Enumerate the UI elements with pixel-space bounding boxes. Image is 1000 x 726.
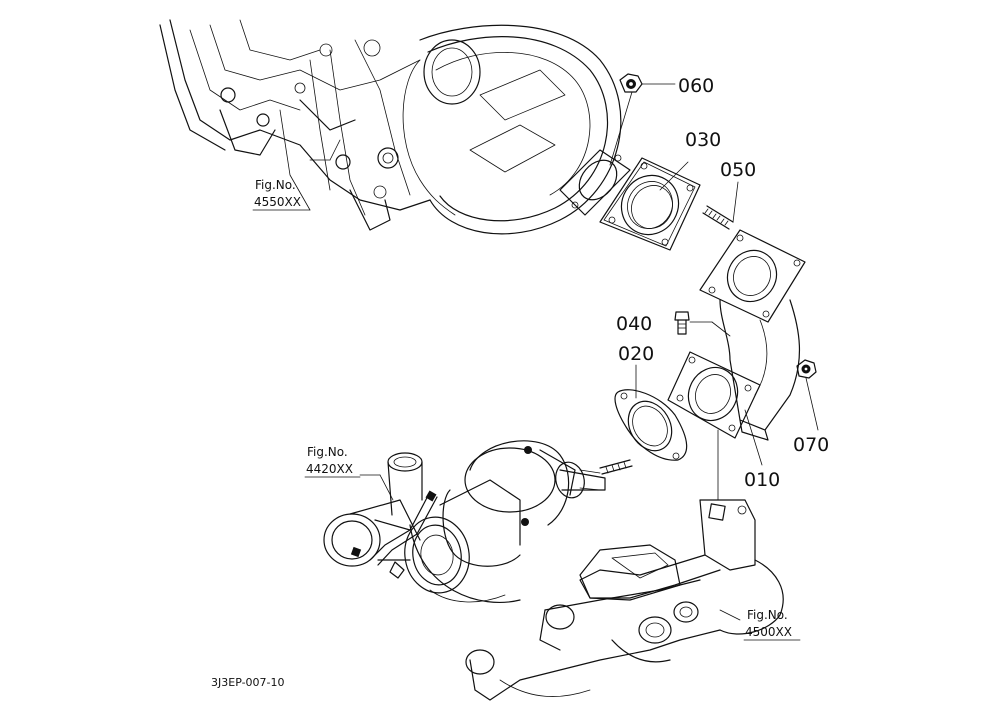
stud-050-drawing (702, 205, 734, 230)
bolt-040-drawing (674, 311, 690, 335)
fig-ref-code: 4420XX (306, 462, 353, 476)
gasket-030-drawing (599, 157, 701, 251)
fig-ref-prefix: Fig.No. (255, 178, 296, 192)
fig-ref-prefix: Fig.No. (307, 445, 348, 459)
nut-060-drawing (619, 73, 643, 93)
fig-ref-code: 4500XX (745, 625, 792, 639)
drawing-code: 3J3EP-007-10 (211, 676, 285, 689)
leader-lines (309, 83, 819, 621)
nut-070-drawing (796, 359, 817, 379)
part-label-040: 040 (616, 313, 652, 335)
figure-references: Fig.No. 4550XX Fig.No. 4420XX Fig.No. 45… (252, 178, 801, 641)
part-label-020: 020 (618, 343, 654, 365)
elbow-010-drawing (667, 229, 806, 441)
part-number-labels: 060 030 050 040 020 070 010 (616, 75, 829, 491)
part-label-070: 070 (793, 434, 829, 456)
turbocharger-drawing (323, 440, 633, 604)
exhaust-manifold-drawing (465, 499, 784, 701)
fig-ref-code: 4550XX (254, 195, 301, 209)
fig-ref-prefix: Fig.No. (747, 608, 788, 622)
part-label-050: 050 (720, 159, 756, 181)
part-label-060: 060 (678, 75, 714, 97)
engine-housing-drawing (159, 19, 631, 235)
gasket-020-drawing (614, 389, 688, 461)
part-label-030: 030 (685, 129, 721, 151)
part-label-010: 010 (744, 469, 780, 491)
